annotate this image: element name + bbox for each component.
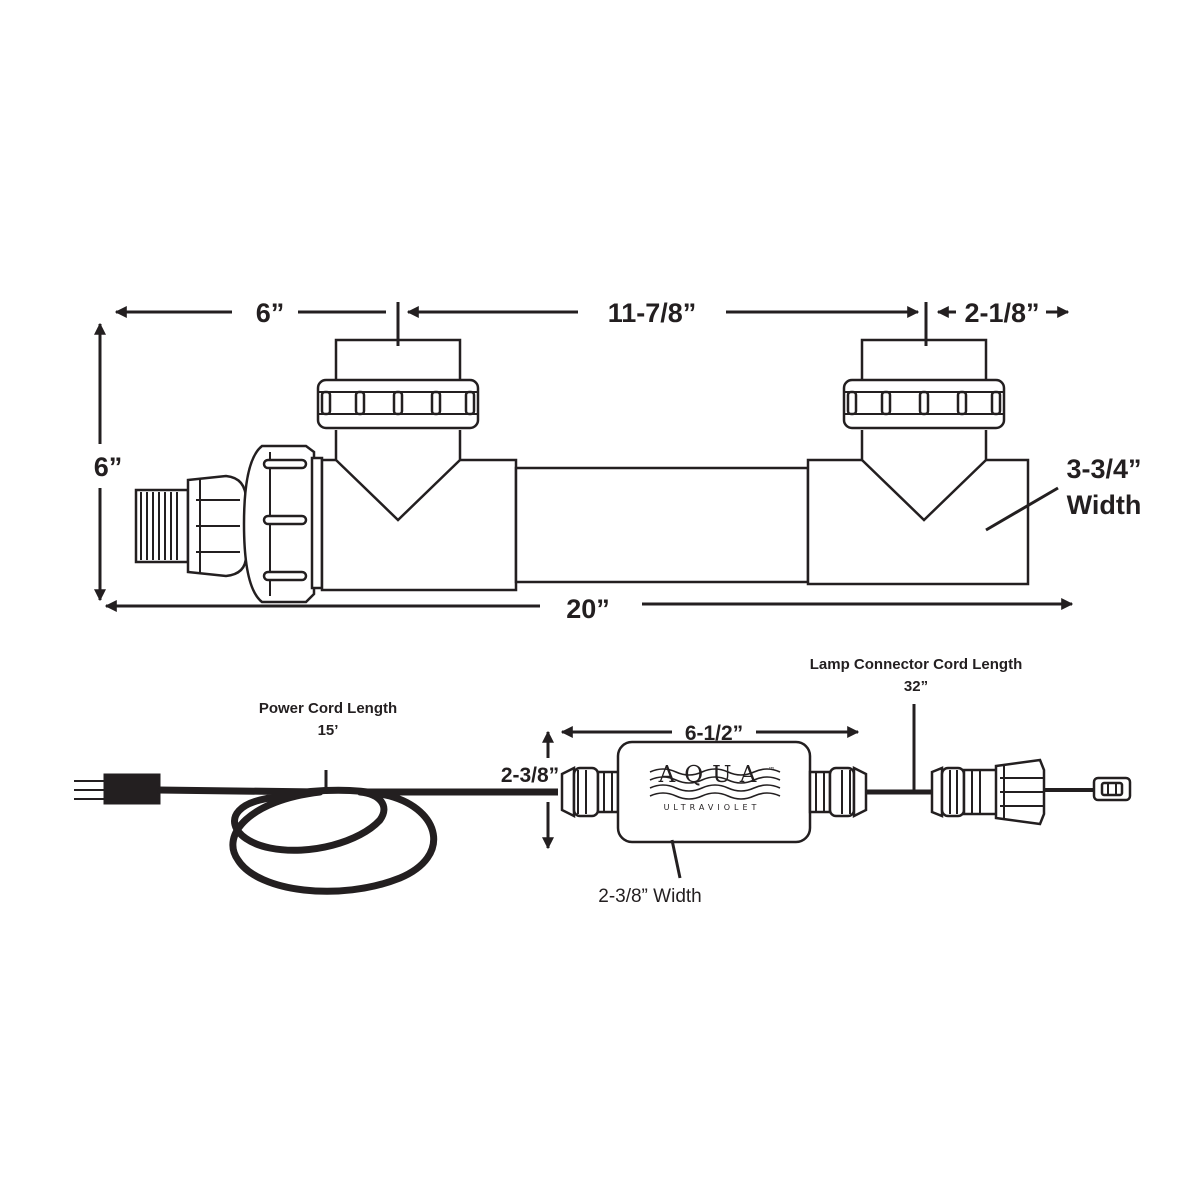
left-cord-gland [560, 765, 620, 819]
inlet-port [316, 338, 480, 522]
dim-port-spacing: 11-7/8” [608, 298, 697, 328]
dim-body-width-value: 3-3/4” [1066, 454, 1141, 484]
dim-outlet-offset: 2-1/8” [964, 298, 1039, 328]
dim-overall-length: 20” [566, 594, 610, 624]
lamp-cord-title: Lamp Connector Cord Length [810, 656, 1023, 673]
power-cord [157, 770, 558, 895]
end-cap-nut [242, 444, 324, 604]
right-cord-gland [808, 765, 868, 819]
top-dimension-lines [94, 302, 1074, 612]
ballast-tagline: ULTRAVIOLET [664, 803, 761, 812]
bottom-dimension-lines [542, 726, 860, 879]
sterilizer-housing [134, 338, 1030, 604]
ballast-length-label: 6-1/2” [685, 722, 743, 745]
dim-height: 6” [94, 452, 123, 482]
power-cord-title: Power Cord Length [259, 700, 397, 717]
power-plug [74, 773, 161, 805]
ballast-height-label: 2-3/8” [501, 764, 559, 787]
threaded-inlet-fitting [134, 474, 248, 578]
power-cord-value: 15’ [318, 722, 339, 739]
ballast-brand-logo: AQUA [658, 762, 766, 788]
dim-inlet-offset: 6” [256, 298, 285, 328]
ballast-unit [560, 740, 868, 844]
lamp-connector [930, 758, 1046, 826]
outlet-port [842, 338, 1006, 522]
lamp-pin-connector [1092, 776, 1132, 802]
lamp-cord-value: 32” [904, 678, 928, 695]
dim-body-width-word: Width [1067, 490, 1142, 520]
ballast-width-label: 2-3/8” Width [598, 886, 701, 907]
lamp-connector-cord [866, 704, 1132, 826]
ballast-trademark: ™ [768, 766, 775, 774]
